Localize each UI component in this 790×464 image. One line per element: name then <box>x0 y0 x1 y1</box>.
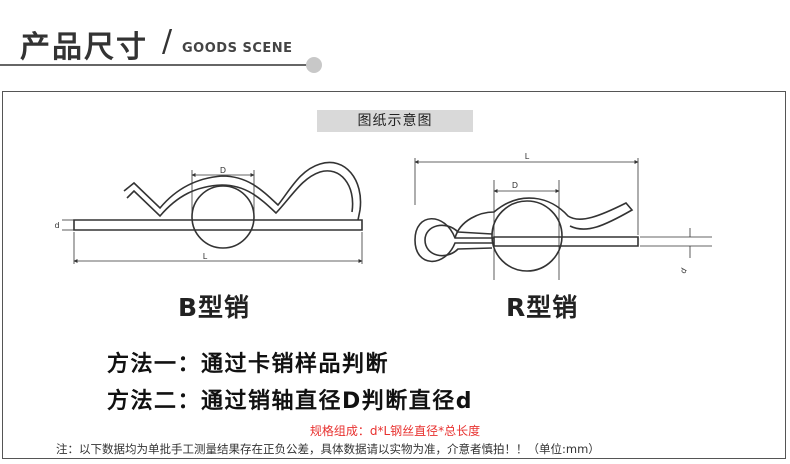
b-dim-dd-text: d <box>54 221 59 230</box>
r-pin-drawing <box>414 197 639 272</box>
b-pin-bent-wire-inner <box>126 170 354 218</box>
r-pin-name: R型销 <box>506 293 579 322</box>
r-pin-dimensions <box>414 158 712 280</box>
b-pin-name: B型销 <box>178 293 251 322</box>
page-title: 产品尺寸 <box>20 30 148 65</box>
footer-note: 注：以下数据均为单批手工测量结果存在正负公差，具体数据请以实物为准，介意者慎拍！… <box>56 442 600 456</box>
method-one: 方法一：通过卡销样品判断 <box>107 352 390 377</box>
page-subtitle: GOODS SCENE <box>182 41 293 56</box>
header-underline <box>0 64 312 66</box>
r-pin-bent-wire <box>454 197 634 239</box>
b-pin-drawing <box>73 161 363 249</box>
content-frame <box>2 91 786 459</box>
r-dim-d-text: D <box>512 181 518 190</box>
header-dot-decoration <box>306 57 322 73</box>
method-two: 方法二：通过销轴直径D判断直径d <box>107 389 474 414</box>
r-dim-dd-text: d <box>678 266 688 275</box>
b-pin-dimensions <box>62 170 363 264</box>
b-pin-bent-wire <box>123 161 362 221</box>
r-dim-l-text: L <box>525 152 530 161</box>
r-pin-eye-inner <box>424 224 493 257</box>
r-pin-eye-outer <box>414 217 494 263</box>
b-dim-l-text: L <box>203 252 208 261</box>
b-pin-shaft-circle <box>191 185 255 249</box>
spec-note: 规格组成：d*L钢丝直径*总长度 <box>309 424 481 438</box>
b-dim-d-text: D <box>220 166 226 175</box>
r-pin-shaft-circle <box>491 200 563 272</box>
b-pin-straight-leg <box>73 219 363 231</box>
title-separator: / <box>162 24 173 59</box>
diagram-label: 图纸示意图 <box>317 110 473 132</box>
r-pin-straight-leg <box>493 236 639 247</box>
